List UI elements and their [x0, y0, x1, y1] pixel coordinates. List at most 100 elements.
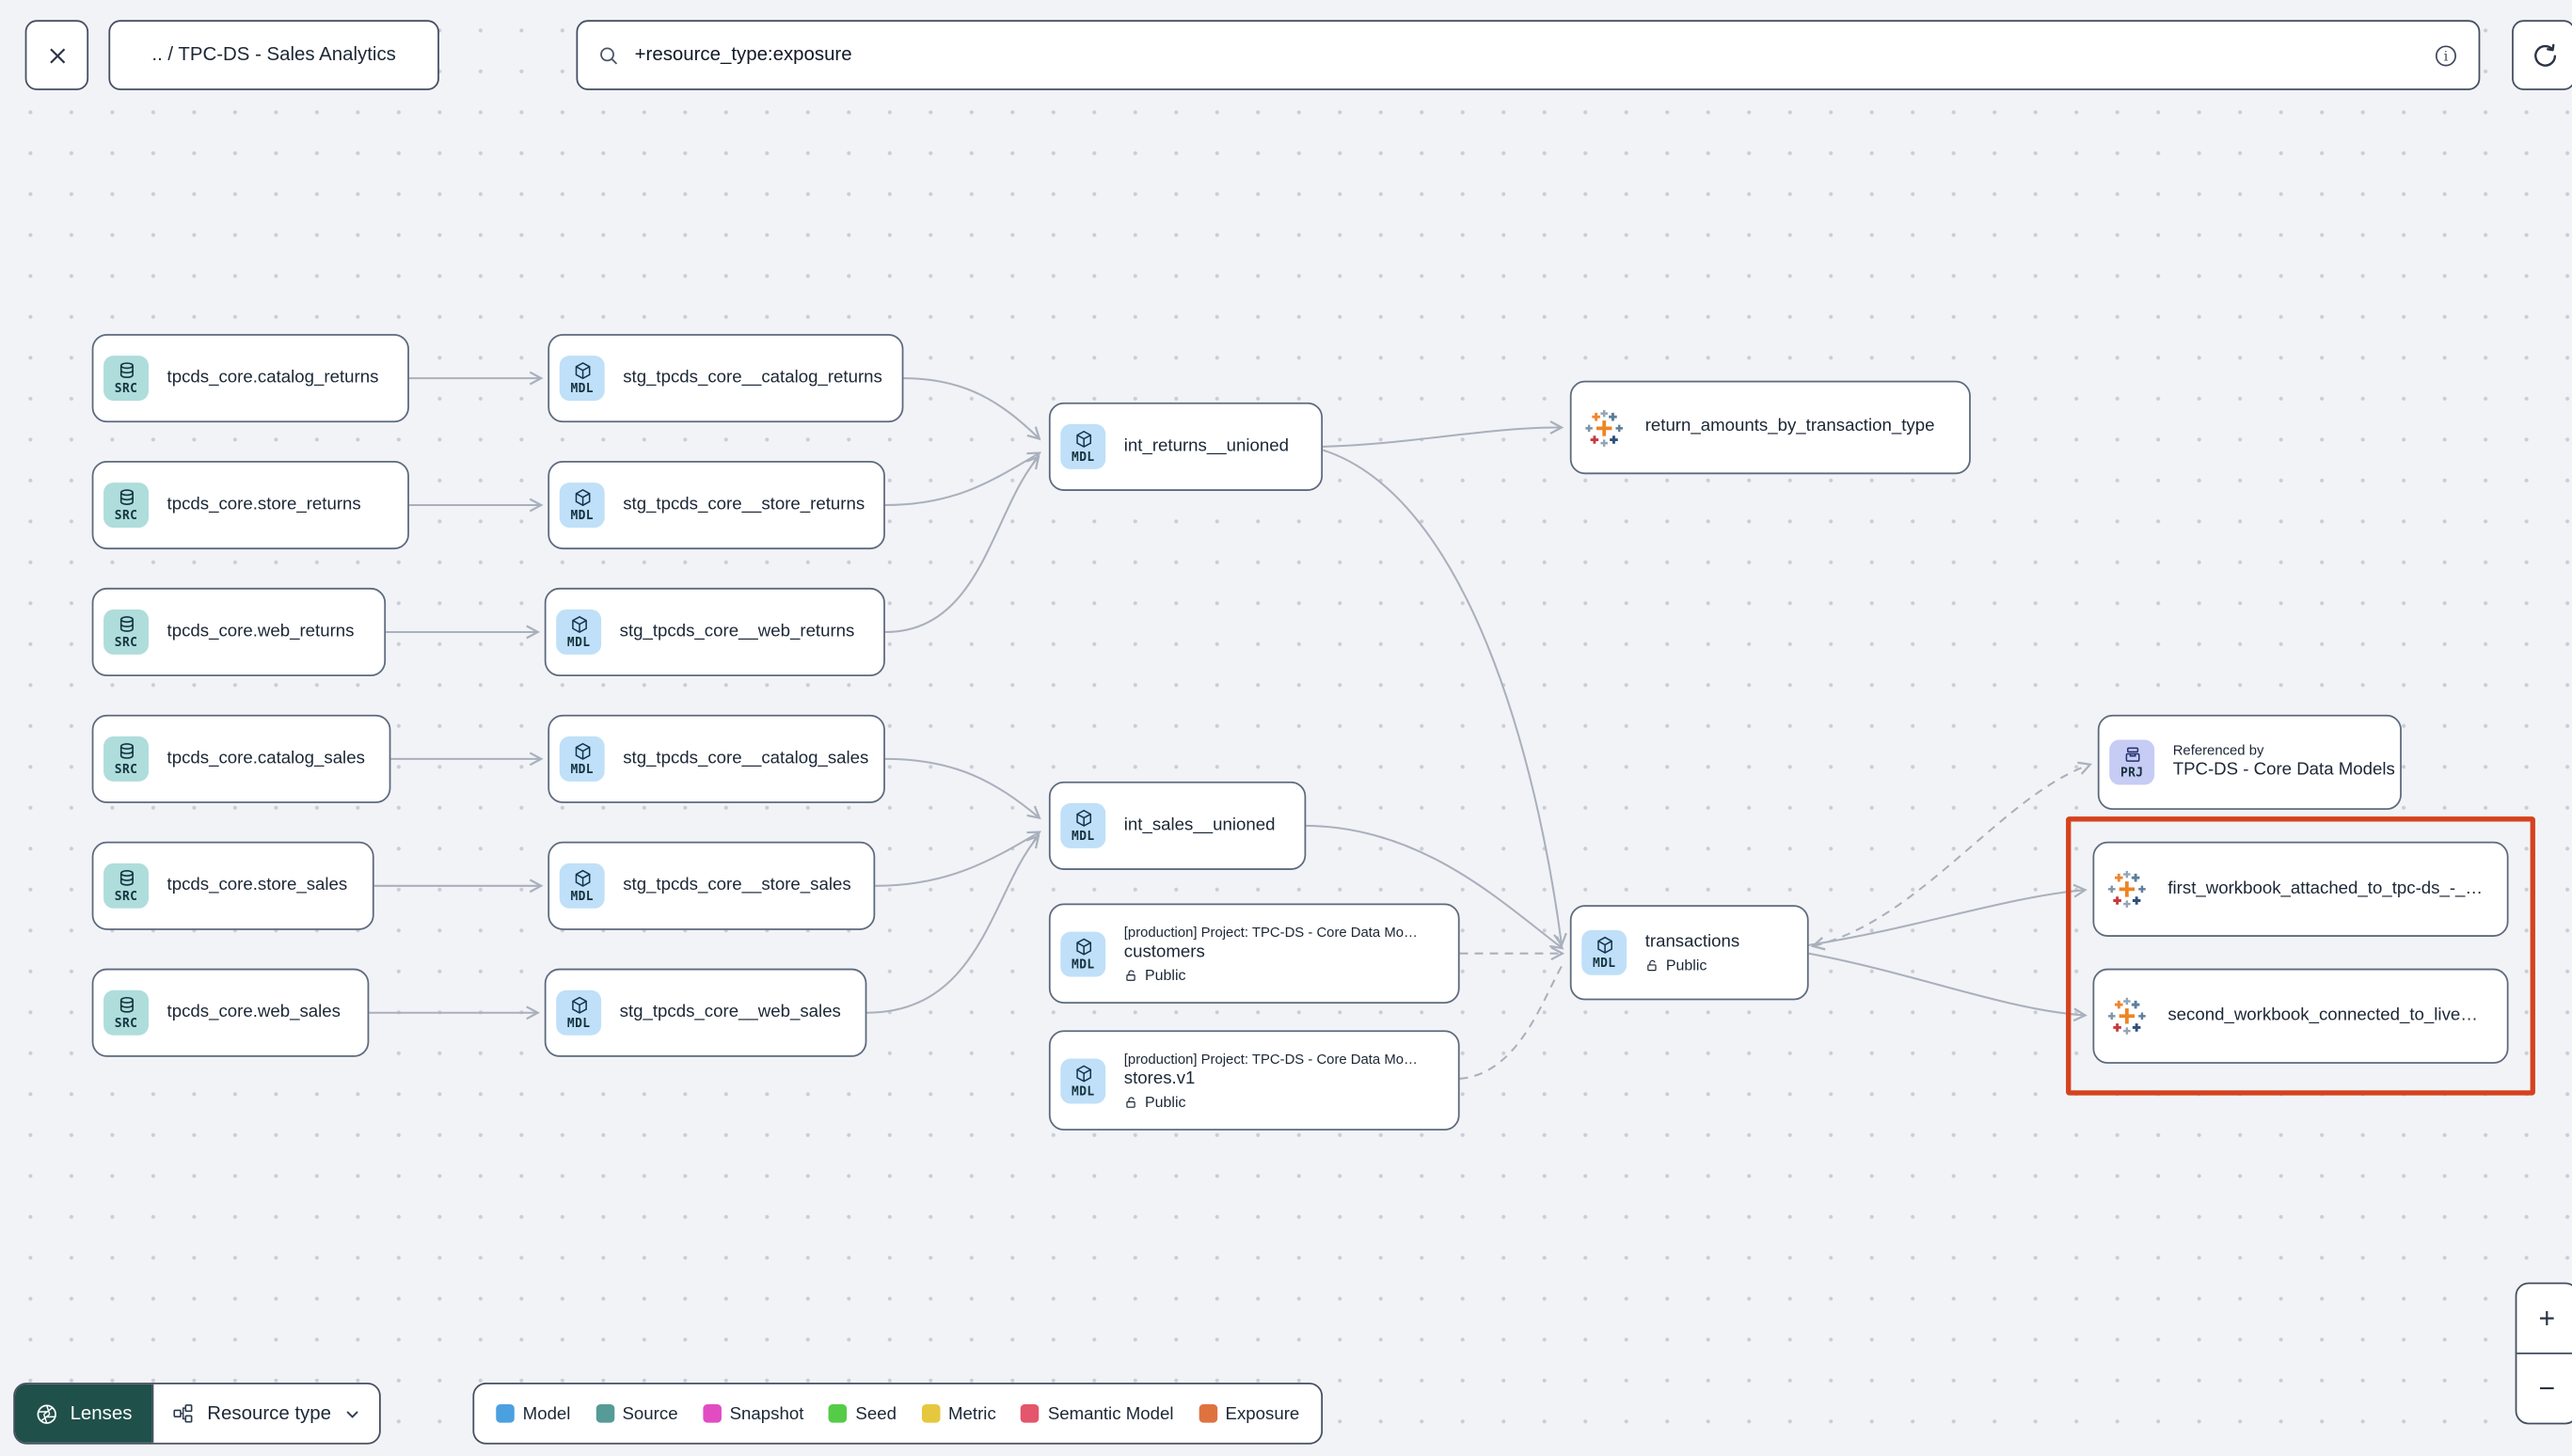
zoom-in-button[interactable]: +	[2538, 1301, 2556, 1334]
close-button[interactable]	[24, 20, 89, 90]
node-label: stg_tpcds_core__web_returns	[619, 621, 855, 641]
node-label: int_sales__unioned	[1123, 815, 1276, 835]
snapshot-swatch	[703, 1404, 722, 1423]
node-source-web-returns[interactable]: SRC tpcds_core.web_returns	[91, 587, 387, 677]
lock-open-icon	[1645, 958, 1659, 973]
source-icon: SRC	[103, 483, 150, 529]
node-label: tpcds_core.store_returns	[167, 494, 361, 514]
search-icon	[600, 46, 618, 64]
refresh-button[interactable]	[2512, 20, 2572, 90]
node-source-store-sales[interactable]: SRC tpcds_core.store_sales	[91, 841, 374, 930]
exposure-highlight-box	[2066, 816, 2535, 1096]
node-project-referenced-by[interactable]: PRJ Referenced by TPC-DS - Core Data Mod…	[2097, 714, 2402, 811]
semantic-model-swatch	[1021, 1404, 1040, 1423]
chevron-down-icon	[347, 1410, 358, 1417]
legend-item-source: Source	[595, 1403, 678, 1423]
source-icon: SRC	[103, 609, 150, 655]
legend-item-metric: Metric	[921, 1403, 996, 1423]
node-exposure-first-workbook[interactable]: first_workbook_attached_to_tpc-ds_-_…	[2092, 841, 2509, 937]
node-label: second_workbook_connected_to_live…	[2167, 1005, 2478, 1025]
node-model-stg-store-sales[interactable]: MDL stg_tpcds_core__store_sales	[548, 841, 876, 930]
node-label: return_amounts_by_transaction_type	[1644, 416, 1935, 437]
node-model-int-returns-unioned[interactable]: MDL int_returns__unioned	[1048, 402, 1324, 491]
access-row: Public	[1124, 967, 1418, 984]
node-model-int-sales-unioned[interactable]: MDL int_sales__unioned	[1048, 781, 1307, 870]
resource-type-icon	[173, 1404, 193, 1423]
source-icon: SRC	[103, 989, 150, 1036]
model-icon: MDL	[556, 609, 602, 655]
search-bar[interactable]: i	[576, 20, 2481, 90]
node-label: tpcds_core.catalog_returns	[167, 367, 379, 388]
source-icon: SRC	[103, 863, 150, 909]
model-swatch	[496, 1404, 515, 1423]
node-project: [production] Project: TPC-DS - Core Data…	[1123, 923, 1418, 941]
lenses-button[interactable]: Lenses	[14, 1384, 152, 1443]
node-label: stg_tpcds_core__catalog_returns	[623, 367, 882, 388]
node-project: [production] Project: TPC-DS - Core Data…	[1123, 1050, 1418, 1068]
breadcrumb[interactable]: .. / TPC-DS - Sales Analytics	[108, 20, 439, 90]
node-model-customers[interactable]: MDL [production] Project: TPC-DS - Core …	[1048, 903, 1460, 1004]
access-row: Public	[1645, 957, 1740, 973]
search-input[interactable]	[634, 44, 2419, 66]
exposure-swatch	[1199, 1404, 1217, 1423]
tableau-icon	[2104, 866, 2150, 911]
close-icon	[49, 47, 65, 63]
node-exposure-second-workbook[interactable]: second_workbook_connected_to_live…	[2092, 968, 2509, 1064]
node-label: tpcds_core.web_sales	[167, 1002, 341, 1022]
node-label: tpcds_core.web_returns	[167, 621, 355, 641]
zoom-controls: + −	[2515, 1282, 2572, 1425]
info-icon[interactable]: i	[2434, 42, 2459, 68]
source-icon: SRC	[103, 736, 150, 782]
lens-control-group: Lenses Resource type	[13, 1382, 382, 1445]
node-label: customers	[1123, 942, 1205, 962]
node-model-stg-web-returns[interactable]: MDL stg_tpcds_core__web_returns	[544, 587, 885, 677]
node-label: TPC-DS - Core Data Models	[2172, 760, 2395, 781]
node-source-catalog-returns[interactable]: SRC tpcds_core.catalog_returns	[91, 334, 409, 423]
model-icon: MDL	[556, 989, 602, 1036]
node-exposure-return-amounts[interactable]: return_amounts_by_transaction_type	[1569, 380, 1971, 475]
node-label: stg_tpcds_core__store_returns	[623, 494, 865, 514]
legend-item-snapshot: Snapshot	[703, 1403, 803, 1423]
node-source-web-sales[interactable]: SRC tpcds_core.web_sales	[91, 968, 370, 1057]
node-model-stg-web-sales[interactable]: MDL stg_tpcds_core__web_sales	[544, 968, 867, 1057]
resource-type-button[interactable]: Resource type	[151, 1384, 380, 1443]
node-model-stg-catalog-returns[interactable]: MDL stg_tpcds_core__catalog_returns	[548, 334, 904, 423]
seed-swatch	[829, 1404, 848, 1423]
model-icon: MDL	[1060, 423, 1106, 469]
node-model-stg-store-returns[interactable]: MDL stg_tpcds_core__store_returns	[548, 460, 885, 550]
project-icon: PRJ	[2109, 739, 2155, 785]
node-label: first_workbook_attached_to_tpc-ds_-_…	[2167, 878, 2484, 899]
legend-item-semantic-model: Semantic Model	[1021, 1403, 1173, 1423]
refresh-icon	[2533, 42, 2556, 66]
legend-item-model: Model	[496, 1403, 570, 1423]
lock-open-icon	[1124, 1095, 1138, 1109]
model-icon: MDL	[559, 863, 605, 909]
node-model-transactions[interactable]: MDL transactions Public	[1569, 905, 1809, 1001]
source-swatch	[595, 1404, 614, 1423]
node-label: stg_tpcds_core__web_sales	[619, 1002, 841, 1022]
node-label: tpcds_core.catalog_sales	[167, 748, 365, 768]
node-model-stg-catalog-sales[interactable]: MDL stg_tpcds_core__catalog_sales	[548, 714, 885, 803]
node-label: int_returns__unioned	[1123, 435, 1289, 456]
model-icon: MDL	[559, 483, 605, 529]
legend-item-seed: Seed	[829, 1403, 897, 1423]
node-source-catalog-sales[interactable]: SRC tpcds_core.catalog_sales	[91, 714, 391, 803]
lock-open-icon	[1124, 968, 1138, 982]
model-icon: MDL	[1060, 930, 1106, 976]
metric-swatch	[921, 1404, 941, 1423]
source-icon: SRC	[103, 356, 150, 402]
node-label: stg_tpcds_core__catalog_sales	[623, 748, 869, 768]
model-icon: MDL	[1060, 1057, 1106, 1103]
model-icon: MDL	[1581, 929, 1627, 975]
zoom-out-button[interactable]: −	[2516, 1353, 2572, 1423]
node-model-stores-v1[interactable]: MDL [production] Project: TPC-DS - Core …	[1048, 1030, 1460, 1131]
node-source-store-returns[interactable]: SRC tpcds_core.store_returns	[91, 460, 409, 550]
model-icon: MDL	[1060, 802, 1106, 848]
model-icon: MDL	[559, 736, 605, 782]
model-icon: MDL	[559, 356, 605, 402]
node-label: stores.v1	[1123, 1068, 1196, 1089]
resource-type-legend: Model Source Snapshot Seed Metric Semant…	[472, 1382, 1324, 1445]
node-label: transactions	[1644, 931, 1740, 952]
tableau-icon	[2104, 993, 2150, 1038]
